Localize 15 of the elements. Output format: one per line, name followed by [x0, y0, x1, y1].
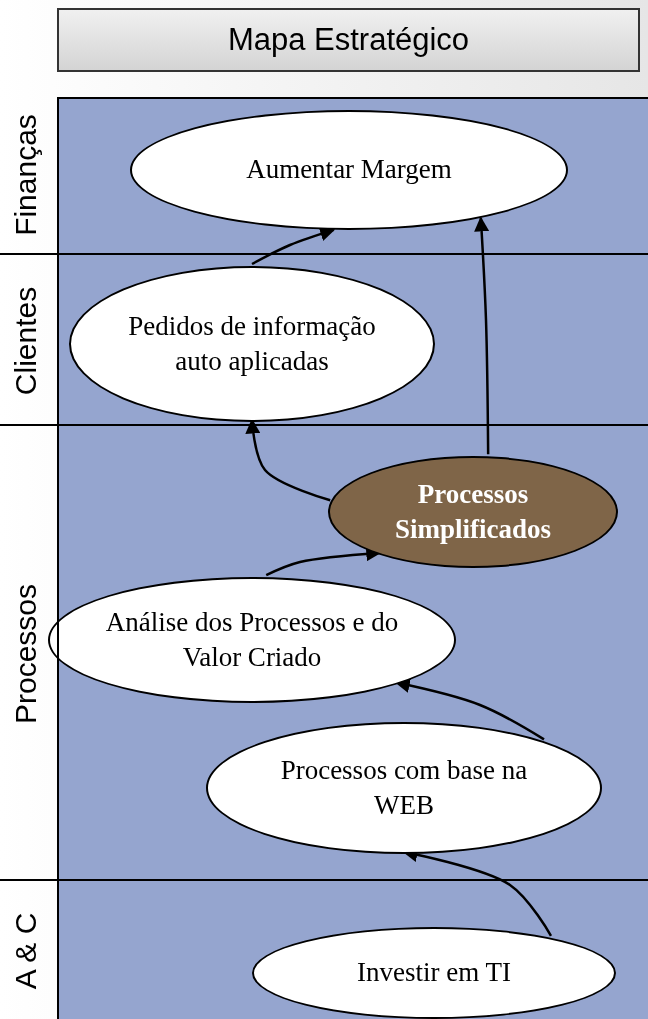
swimlane-band — [0, 424, 648, 879]
title-text: Mapa Estratégico — [227, 22, 470, 58]
lane-label: A & C — [8, 912, 43, 990]
arrow — [474, 216, 490, 455]
goal-text: Aumentar Margem — [246, 153, 452, 187]
goal-text: Pedidos de informação auto aplicadas — [127, 309, 377, 378]
goal-text: Processos Simplificados — [394, 477, 552, 546]
lane-label: Processos — [9, 583, 44, 724]
swimlane-band — [0, 253, 648, 424]
lane-label: Clientes — [9, 286, 44, 395]
goal-text: Análise dos Processos e do Valor Criado — [104, 605, 400, 674]
goal-text: Processos com base na WEB — [279, 753, 529, 822]
lane-label: Finanças — [8, 114, 43, 236]
goal-text: Investir em TI — [357, 956, 511, 990]
swimlane-band — [0, 879, 648, 1019]
